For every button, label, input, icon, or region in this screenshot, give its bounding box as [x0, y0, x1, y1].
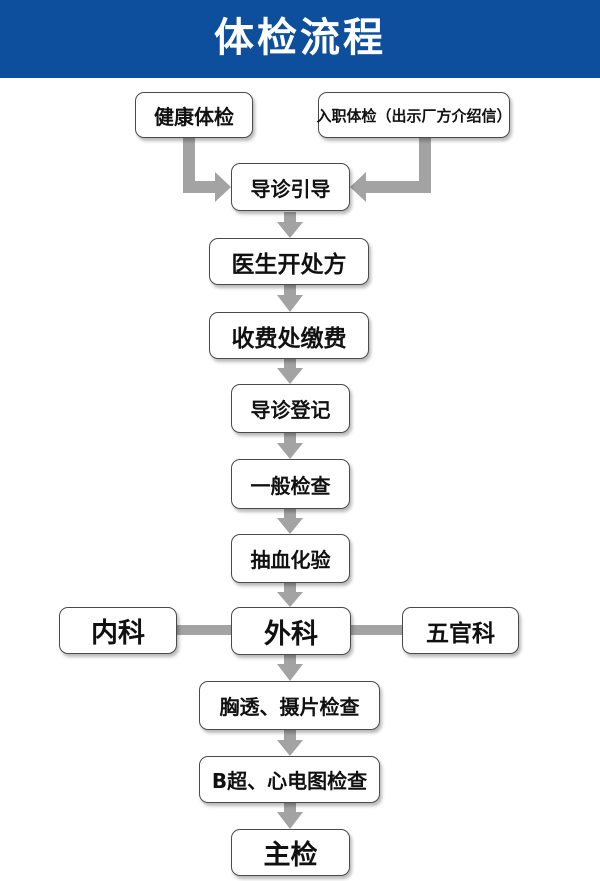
node-internal-medicine: 内科: [59, 607, 177, 654]
node-health-check: 健康体检: [135, 92, 253, 138]
node-main-exam: 主检: [231, 829, 350, 876]
arrow-doctor-to-payment: [277, 285, 303, 312]
arrow-general-to-blood: [277, 509, 303, 534]
node-doctor-prescribe: 医生开处方: [209, 238, 369, 285]
arrow-health-to-guidance: [183, 136, 231, 202]
page-title: 体检流程: [214, 15, 386, 61]
arrow-register-to-general: [277, 433, 303, 459]
arrow-blood-to-surgery: [277, 583, 303, 607]
node-ent: 五官科: [402, 607, 519, 654]
arrow-surgery-to-chest: [277, 655, 303, 681]
node-ultrasound-ecg: B超、心电图检查: [199, 756, 380, 803]
arrow-payment-to-register: [277, 359, 303, 384]
node-guidance: 导诊引导: [231, 163, 350, 211]
node-general-exam: 一般检查: [231, 459, 350, 509]
node-register: 导诊登记: [231, 384, 350, 433]
node-employment-check: 入职体检（出示厂方介绍信）: [317, 92, 512, 138]
node-chest-xray: 胸透、摄片检查: [199, 681, 380, 730]
connector-surgery-ent: [351, 625, 402, 635]
title-banner: [0, 0, 600, 78]
arrow-employment-to-guidance: [350, 137, 431, 202]
node-payment: 收费处缴费: [209, 312, 369, 359]
arrow-chest-to-ultrasound: [277, 730, 303, 756]
arrow-guidance-to-doctor: [277, 212, 303, 238]
arrow-ultrasound-to-main: [277, 803, 303, 829]
node-blood-test: 抽血化验: [231, 534, 350, 583]
connector-internal-surgery: [177, 625, 231, 635]
node-surgery: 外科: [231, 607, 351, 655]
